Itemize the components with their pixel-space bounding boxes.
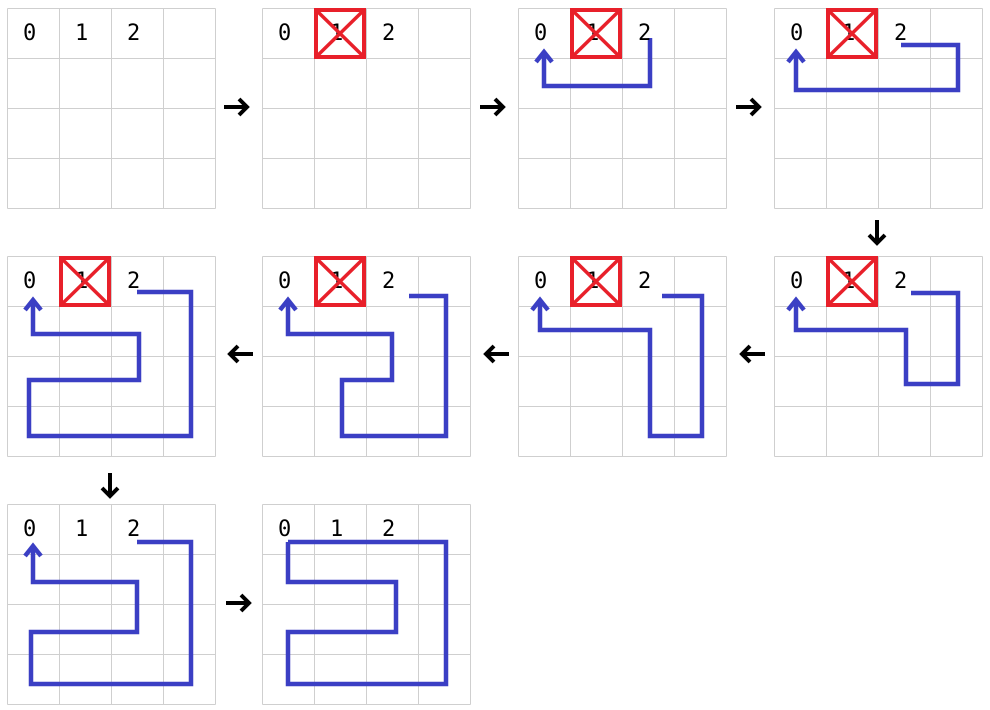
arrow-icon [739,344,765,364]
path-arrowhead-icon [530,296,550,312]
column-label-0: 0 [534,21,548,46]
column-label-0: 0 [278,517,292,542]
route-path [793,42,961,93]
grid-panel: 0 1 2 [7,504,216,705]
route-path [28,539,194,687]
grid-svg [262,504,471,705]
column-label-2: 2 [382,269,396,294]
route-path [537,293,705,439]
blocked-cell-icon [826,8,878,59]
blocked-cell-icon [314,256,366,307]
grid-svg [262,8,471,209]
grid-panel: 0 1 2 [7,8,216,209]
path-arrowhead-icon [23,296,43,312]
route-path [541,38,653,89]
grid-svg [7,8,216,209]
column-label-0: 0 [23,21,37,46]
arrow-icon [227,344,253,364]
column-label-1: 1 [330,517,344,542]
column-label-2: 2 [894,21,908,46]
arrow-icon [100,473,120,499]
route-path [285,293,449,439]
route-path [793,290,961,387]
arrow-icon [226,593,252,613]
column-label-2: 2 [638,269,652,294]
path-arrowhead-icon [23,542,43,558]
grid-svg [7,256,216,457]
path-arrowhead-icon [278,296,298,312]
grid-svg [774,256,983,457]
grid-svg [518,8,727,209]
blocked-cell-icon [570,256,622,307]
blocked-cell-icon [826,256,878,307]
column-label-2: 2 [638,21,652,46]
column-label-0: 0 [23,517,37,542]
column-label-2: 2 [382,21,396,46]
route-path [285,539,449,687]
arrow-icon [224,97,250,117]
column-label-1: 1 [75,517,89,542]
route-path [26,289,194,439]
path-arrowhead-icon [534,48,554,64]
column-label-0: 0 [278,269,292,294]
grid-svg [774,8,983,209]
column-label-2: 2 [127,517,141,542]
arrow-icon [867,220,887,246]
column-label-1: 1 [75,21,89,46]
column-label-0: 0 [790,269,804,294]
arrow-icon [480,97,506,117]
column-label-2: 2 [382,517,396,542]
column-label-2: 2 [894,269,908,294]
grid-svg [7,504,216,705]
path-arrowhead-icon [786,296,806,312]
grid-panel: 0 1 2 [262,504,471,705]
blocked-cell-icon [59,256,111,307]
blocked-cell-icon [314,8,366,59]
path-arrowhead-icon [786,48,806,64]
arrow-icon [483,344,509,364]
column-label-0: 0 [278,21,292,46]
column-label-2: 2 [127,269,141,294]
column-label-2: 2 [127,21,141,46]
blocked-cell-icon [570,8,622,59]
arrow-icon [736,97,762,117]
column-label-0: 0 [534,269,548,294]
column-label-0: 0 [23,269,37,294]
column-label-0: 0 [790,21,804,46]
